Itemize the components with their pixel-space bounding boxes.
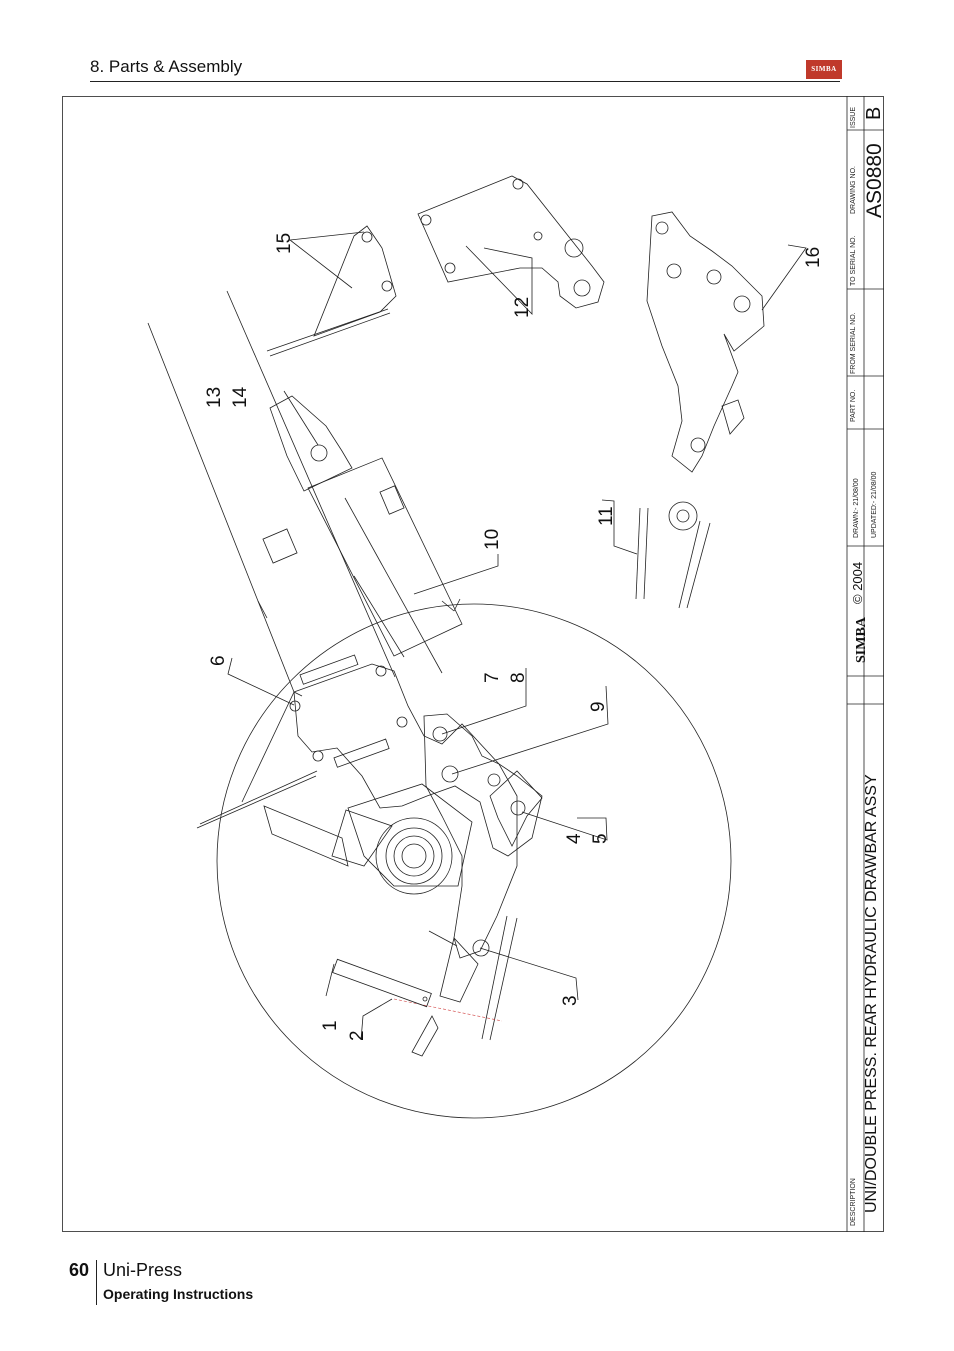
assembly-linework (147, 175, 807, 1119)
footer-divider (96, 1260, 97, 1305)
footer-title: Uni-Press (103, 1260, 183, 1280)
issue-label: ISSUE (850, 107, 857, 128)
callout-2: 2 (347, 1030, 368, 1041)
title-block: ISSUE B DRAWING NO. AS0880 TO SERIAL NO.… (846, 96, 884, 1232)
drawing-frame (62, 96, 884, 1232)
drawing-no-value: AS0880 (863, 143, 884, 218)
to-serial-label: TO SERIAL NO. (850, 235, 857, 286)
callout-8: 8 (508, 672, 529, 683)
callout-16: 16 (803, 247, 824, 268)
callout-11: 11 (596, 506, 617, 526)
issue-value: B (863, 107, 884, 120)
title-block-brand: SIMBA (854, 616, 869, 663)
callout-9: 9 (588, 701, 609, 712)
callout-10: 10 (482, 529, 503, 550)
callout-4: 4 (564, 833, 585, 844)
updated-date: UPDATED:- 21/08/00 (871, 471, 878, 538)
drawn-date: DRAWN:- 21/08/00 (853, 478, 860, 538)
callout-6: 6 (208, 655, 229, 666)
callout-14: 14 (230, 386, 251, 408)
callout-1: 1 (320, 1020, 341, 1031)
page-number: 60 (69, 1260, 90, 1280)
callout-12: 12 (512, 297, 533, 318)
callout-13: 13 (204, 387, 225, 408)
callout-5: 5 (590, 833, 611, 844)
parts-drawing: ISSUE B DRAWING NO. AS0880 TO SERIAL NO.… (62, 96, 884, 1232)
section-title: 8. Parts & Assembly (90, 57, 243, 76)
header-rule (90, 81, 840, 82)
part-no-label: PART NO. (850, 390, 857, 422)
callout-15: 15 (274, 233, 295, 254)
copyright: © 2004 (850, 562, 865, 604)
description-value: UNI/DOUBLE PRESS. REAR HYDRAULIC DRAWBAR… (863, 774, 880, 1213)
from-serial-label: FROM SERIAL NO. (850, 312, 857, 374)
drawing-no-label: DRAWING NO. (850, 166, 857, 214)
callout-7: 7 (482, 672, 503, 683)
description-label: DESCRIPTION (850, 1178, 857, 1226)
footer-subtitle: Operating Instructions (103, 1286, 254, 1302)
callout-3: 3 (560, 995, 581, 1006)
simba-logo: SIMBA (806, 60, 842, 79)
